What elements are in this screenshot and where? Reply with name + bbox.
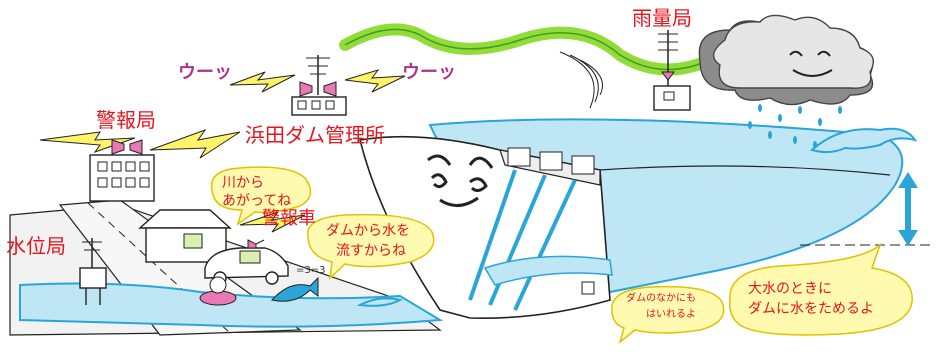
siren-icon bbox=[299, 81, 337, 97]
dam-face-eyes bbox=[430, 173, 488, 193]
level-arrow-down bbox=[898, 230, 918, 246]
rain-cloud-icon bbox=[698, 14, 874, 149]
bubble-release-line2: 流すからね bbox=[336, 243, 406, 259]
river bbox=[19, 282, 444, 328]
water-level-station bbox=[79, 238, 107, 305]
siren-icon bbox=[111, 139, 143, 155]
lightning-icon bbox=[229, 71, 296, 93]
bubble-inside bbox=[611, 285, 725, 345]
bubble-release-line1: ダムから水を bbox=[326, 223, 410, 239]
rain-station-building bbox=[653, 85, 691, 111]
signal-arcs bbox=[559, 51, 603, 109]
rain-station bbox=[653, 30, 691, 111]
gate-house-1 bbox=[507, 147, 531, 167]
label-car-horn: =3=3 bbox=[296, 265, 326, 276]
bubble-river-line2: あがってね bbox=[222, 193, 292, 209]
gate-house-3 bbox=[571, 155, 595, 175]
car-icon bbox=[204, 239, 289, 285]
splash bbox=[356, 297, 403, 307]
inspection-door bbox=[581, 281, 595, 295]
gate-house-2 bbox=[539, 151, 563, 171]
label-water-level-station: 水位局 bbox=[6, 234, 66, 258]
kid-in-float bbox=[199, 276, 237, 306]
radio-wave-green bbox=[339, 23, 711, 76]
label-siren-right: ウーッ bbox=[402, 62, 456, 83]
lightning-icon bbox=[39, 131, 136, 153]
radio-wave-outline bbox=[344, 28, 706, 71]
label-rain-station: 雨量局 bbox=[632, 6, 692, 30]
water-surface-line bbox=[599, 165, 891, 176]
bubble-release bbox=[307, 213, 435, 280]
lightning-icon bbox=[344, 69, 406, 93]
label-warning-station: 警報局 bbox=[96, 108, 156, 132]
release-flow bbox=[483, 255, 613, 286]
bubble-inside-line2: はいれるよ bbox=[646, 309, 696, 320]
level-arrow-up bbox=[898, 172, 918, 188]
lightning-icon bbox=[149, 128, 241, 159]
warning-station bbox=[39, 128, 241, 202]
label-siren-left: ウーッ bbox=[178, 62, 232, 83]
label-warning-car: 警報車 bbox=[262, 208, 316, 229]
dam-face-mouth bbox=[439, 196, 479, 207]
bubble-flood bbox=[728, 242, 913, 336]
dam-office bbox=[291, 55, 347, 116]
wave-splash bbox=[809, 127, 918, 154]
fish-icon bbox=[271, 276, 319, 302]
bubble-inside-line1: ダムのなかにも bbox=[626, 293, 696, 304]
bubble-river bbox=[210, 166, 312, 226]
siren-icon bbox=[661, 71, 675, 81]
bubble-flood-line2: ダムに水をためるよ bbox=[748, 301, 874, 317]
dam-face-brows bbox=[427, 154, 494, 169]
label-dam-office: 浜田ダム管理所 bbox=[245, 123, 385, 147]
bubble-river-line1: 川から bbox=[222, 175, 264, 191]
bubble-flood-line1: 大水のときに bbox=[748, 281, 832, 297]
